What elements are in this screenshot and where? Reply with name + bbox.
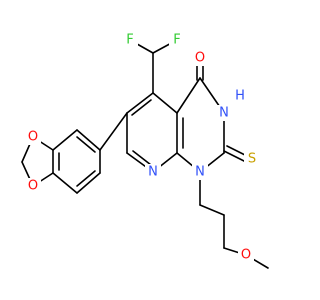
atom-f1: F	[122, 32, 138, 48]
atom-n8: N	[145, 164, 161, 180]
bond-c2-s-a	[223, 150, 247, 163]
atom-label-f2: F	[173, 33, 180, 48]
bond-b1-b2-inner	[76, 136, 96, 153]
bond-c7-aryl	[99, 112, 128, 151]
atom-o-dioxole-top: O	[25, 129, 41, 145]
bond-b5-b6	[76, 172, 101, 194]
atom-label-n8: N	[148, 165, 158, 180]
bond-b1-b2	[76, 129, 101, 151]
bond-c4-c4a	[176, 77, 201, 114]
atom-n1: N	[192, 164, 208, 180]
bond-c5-c6	[126, 92, 154, 114]
atom-label-o-dioxole-bottom: O	[28, 179, 38, 194]
atom-o-carbonyl: O	[192, 50, 208, 66]
bond-c4a-c5	[152, 92, 178, 114]
atom-label-f1: F	[126, 33, 133, 48]
molecule-structure: F F O N H S N N	[21, 32, 269, 269]
bond-b4-b5	[52, 172, 78, 194]
atom-label-o-methoxy: O	[241, 248, 251, 263]
atom-label-s-thioxo: S	[248, 152, 256, 167]
atom-label-o-dioxole-top: O	[28, 130, 38, 145]
atom-label-n1: N	[195, 165, 205, 180]
bond-ca-cb	[199, 204, 225, 216]
bonds	[21, 39, 269, 269]
atom-f2: F	[169, 32, 185, 48]
atom-n3: N	[216, 105, 232, 121]
bond-c7-n8-inner	[132, 150, 152, 166]
atom-s-thioxo: S	[244, 151, 260, 167]
atom-labels: F F O N H S N N	[25, 32, 260, 263]
atom-label-n3: N	[219, 106, 229, 121]
bond-b2-b3	[52, 129, 78, 151]
atom-o-dioxole-bottom: O	[25, 178, 41, 194]
bond-b5-b6-inner	[76, 170, 96, 187]
atom-label-o-carbonyl: O	[195, 51, 205, 66]
bond-c5-c6-inner	[131, 99, 152, 116]
atom-o-methoxy: O	[238, 247, 254, 263]
atom-label-h3: H	[235, 89, 245, 104]
atom-h3: H	[233, 89, 247, 104]
